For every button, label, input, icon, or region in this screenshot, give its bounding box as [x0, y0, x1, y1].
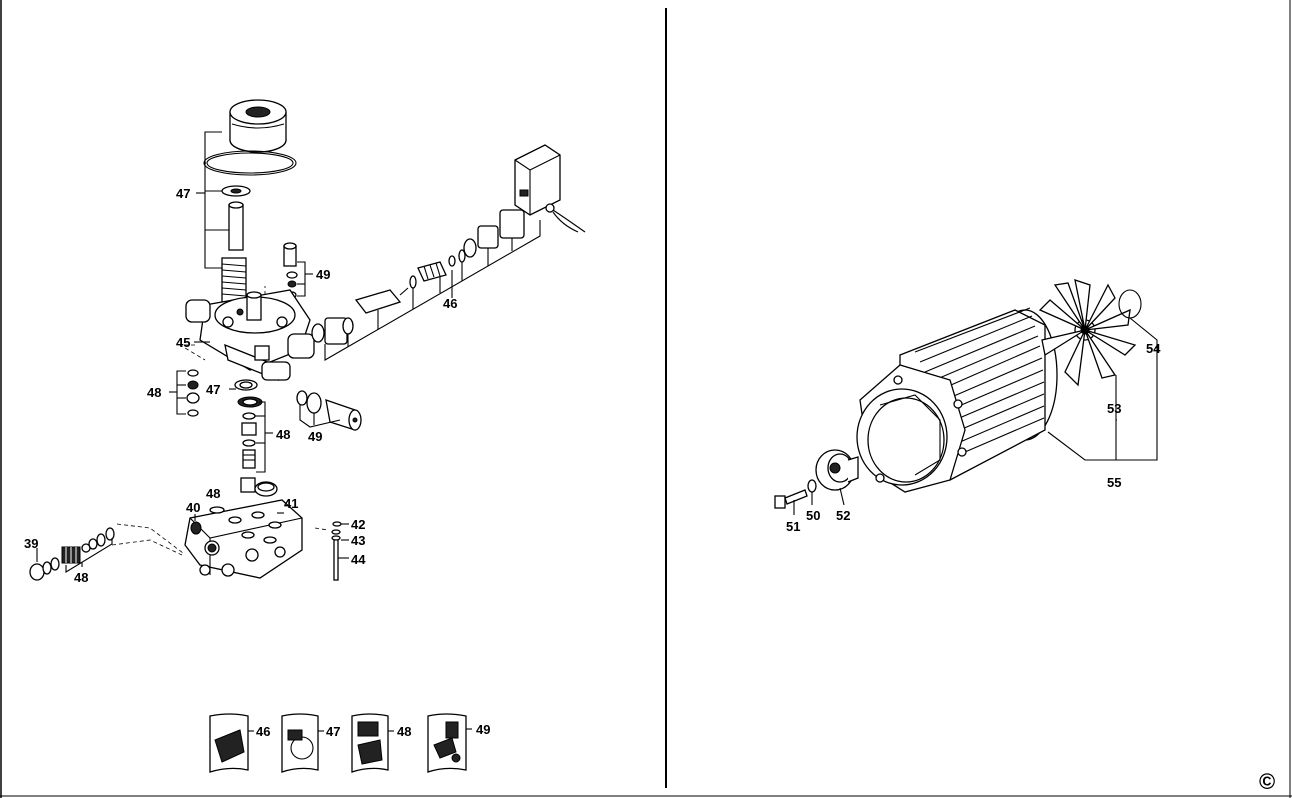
callout-48: 48 [276, 427, 290, 442]
callout-42: 42 [351, 517, 365, 532]
motor-assembly [774, 279, 1158, 515]
check-valve-parts [237, 396, 278, 497]
callout-kit-47: 47 [326, 724, 340, 739]
callout-46: 46 [443, 296, 457, 311]
bolt-part [331, 521, 342, 581]
kit-bag-46 [209, 713, 249, 773]
unloader-valve-parts [311, 209, 525, 345]
washer-part [807, 479, 817, 493]
callout-54: 54 [1146, 341, 1161, 356]
callout-41: 41 [284, 496, 298, 511]
callout-55: 55 [1107, 475, 1121, 490]
inlet-valve-parts [29, 527, 115, 581]
callout-52: 52 [836, 508, 850, 523]
callout-39: 39 [24, 536, 38, 551]
callout-45: 45 [176, 335, 190, 350]
callout-kit-48: 48 [397, 724, 411, 739]
kit-bag-47 [281, 713, 319, 773]
outlet-fitting-part [296, 390, 362, 431]
callout-48: 48 [147, 385, 161, 400]
callout-labels: 47 49 46 45 48 47 49 48 48 40 41 39 48 4… [24, 186, 1161, 739]
piston-part [228, 201, 244, 251]
kit-bag-49 [427, 713, 467, 773]
manifold-block-part [184, 499, 303, 579]
callout-48: 48 [74, 570, 88, 585]
callout-47: 47 [176, 186, 190, 201]
callout-kit-46: 46 [256, 724, 270, 739]
copyright-symbol: © [1259, 769, 1275, 794]
cooling-fan-part [1038, 279, 1137, 387]
pump-head-part [185, 289, 315, 382]
pulley-part [815, 449, 859, 491]
valve-small-parts [186, 369, 200, 417]
motor-housing-part [856, 307, 1058, 493]
pump-cap-part [229, 99, 287, 153]
callout-44: 44 [351, 552, 366, 567]
callout-kit-49: 49 [476, 722, 490, 737]
callout-40: 40 [186, 500, 200, 515]
motor-bolt-part [774, 489, 808, 509]
callout-49: 49 [316, 267, 330, 282]
callout-48: 48 [206, 486, 220, 501]
callout-49: 49 [308, 429, 322, 444]
callout-50: 50 [806, 508, 820, 523]
pump-assembly [29, 99, 586, 773]
callout-43: 43 [351, 533, 365, 548]
kit-bag-48 [351, 713, 389, 773]
pressure-switch-part [514, 144, 586, 233]
callout-53: 53 [1107, 401, 1121, 416]
spring-part [221, 257, 247, 303]
callout-51: 51 [786, 519, 800, 534]
o-ring-part [203, 150, 297, 176]
callout-47: 47 [206, 382, 220, 397]
